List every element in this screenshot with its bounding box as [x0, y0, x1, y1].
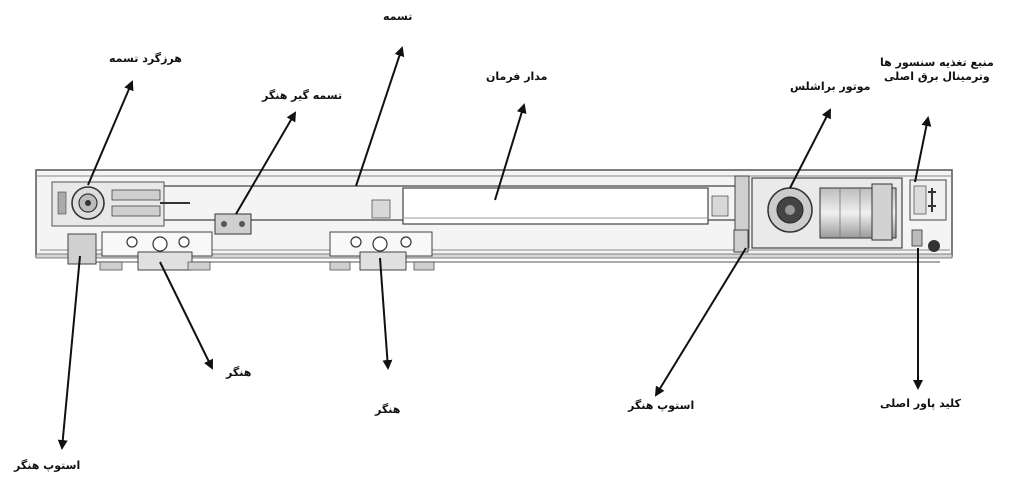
- label-belt-clamp: تسمه گیر هنگر: [262, 89, 343, 102]
- label-hanger-left: هنگر: [226, 366, 252, 379]
- label-hanger-center: هنگر: [375, 403, 401, 416]
- arrow-belt: [355, 46, 405, 187]
- hanger-center-assembly: [329, 231, 435, 271]
- label-brushless-motor: موتور براشلس: [790, 80, 871, 93]
- label-hanger-stop-right: استوپ هنگر: [628, 399, 695, 412]
- hanger-left-assembly: [67, 231, 213, 271]
- label-main-power-switch: کلید پاور اصلی: [880, 397, 961, 410]
- label-power-supply-line2: وترمینال برق اصلی: [884, 70, 990, 83]
- arrow-hanger-stop-right: [654, 247, 747, 397]
- label-belt-pulley: هرزگرد تسمه: [109, 52, 182, 65]
- power-supply-terminal: [909, 179, 947, 221]
- arrow-belt-clamp: [235, 111, 297, 215]
- arrow-control-board: [494, 103, 527, 201]
- arrow-belt-pulley: [87, 80, 134, 186]
- control-board: [371, 187, 729, 225]
- hanger-stop-right: [733, 229, 749, 253]
- label-power-supply-line1: منبع تغذیه سنسور ها: [880, 56, 994, 69]
- main-power-switch: [911, 229, 940, 252]
- label-power-supply: منبع تغذیه سنسور ها وترمینال برق اصلی: [880, 56, 994, 84]
- brushless-motor: [734, 175, 903, 249]
- label-belt: تسمه: [383, 10, 413, 23]
- label-control-board: مدار فرمان: [486, 70, 548, 83]
- arrow-power-supply: [914, 116, 932, 183]
- arrow-motor: [789, 108, 831, 189]
- belt-pulley-assembly: [51, 181, 190, 227]
- arrow-hanger-center: [379, 257, 393, 370]
- arrow-hanger-stop-left: [57, 255, 81, 450]
- label-hanger-stop-left: استوپ هنگر: [14, 459, 81, 472]
- arrow-hanger-left: [159, 261, 213, 370]
- belt-clamp: [214, 213, 252, 235]
- leader-arrows: [57, 46, 932, 450]
